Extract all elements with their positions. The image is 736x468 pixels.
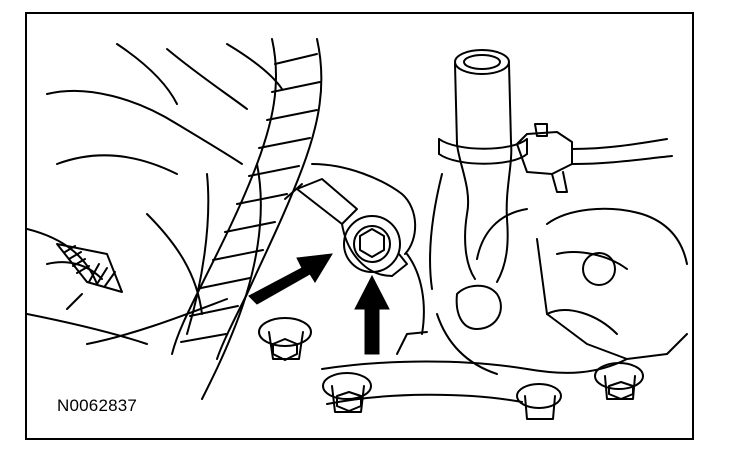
lower-bolts bbox=[258, 317, 644, 420]
engine-bracket-illustration bbox=[27, 38, 688, 420]
pipe bbox=[429, 49, 528, 290]
mounting-plate bbox=[321, 331, 628, 405]
pipe-clamp bbox=[516, 123, 673, 193]
engine-block-right bbox=[406, 207, 688, 375]
engine-body-lines bbox=[27, 43, 283, 400]
figure-id-label: N0062837 bbox=[57, 396, 138, 415]
arrow-icon bbox=[248, 253, 333, 305]
center-bolt bbox=[341, 215, 408, 277]
illustration-frame: N0062837 bbox=[25, 12, 694, 440]
wrapped-hose bbox=[171, 38, 323, 360]
electrical-connector bbox=[56, 243, 123, 310]
tension-rod bbox=[284, 163, 417, 255]
arrow-icon bbox=[354, 274, 390, 355]
